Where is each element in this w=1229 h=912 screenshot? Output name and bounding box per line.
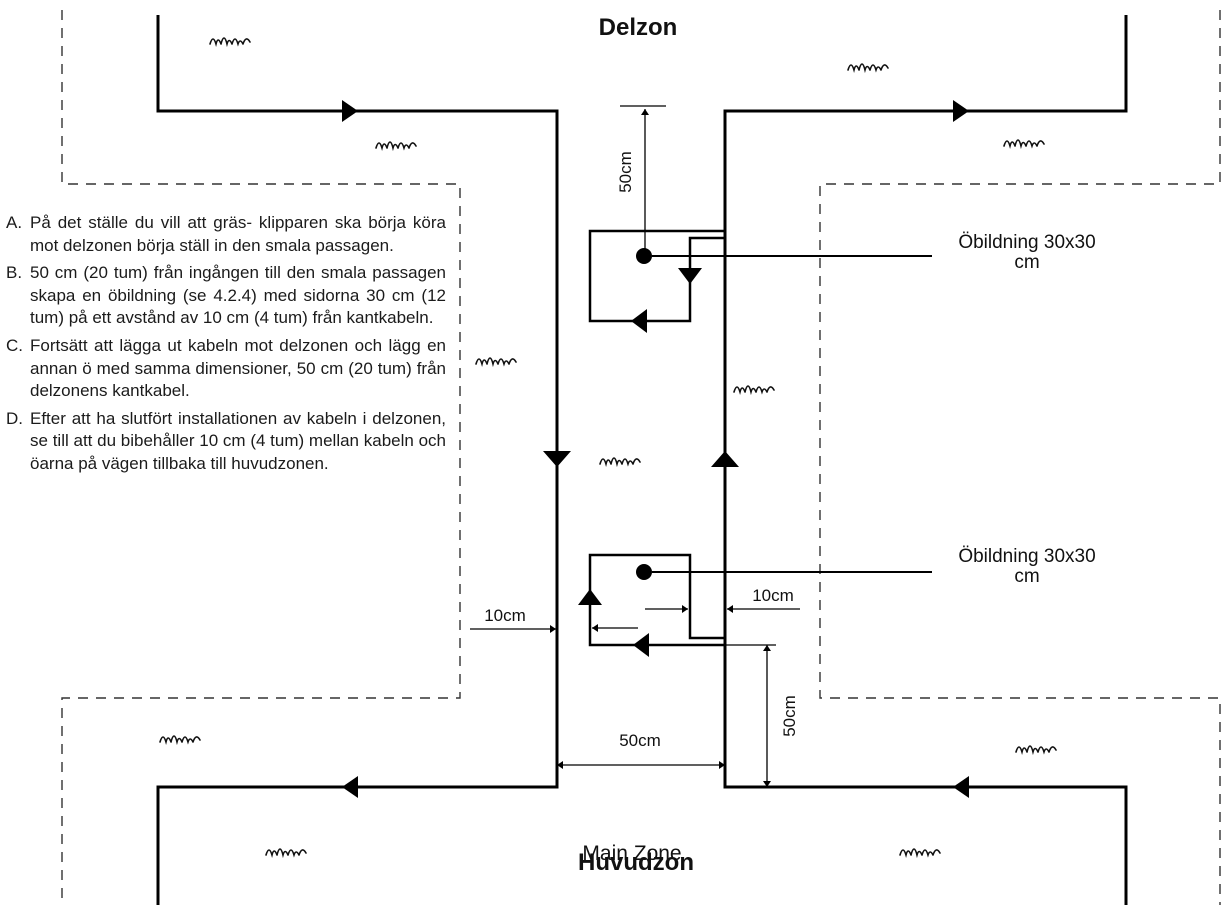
grass-tuft bbox=[159, 735, 201, 743]
grass-tuft bbox=[599, 457, 641, 465]
main-zone-title: Huvudzon bbox=[578, 849, 694, 876]
instruction-step-b: B. 50 cm (20 tum) från ingången till den… bbox=[6, 262, 446, 330]
arrow-island-top-down bbox=[678, 268, 702, 284]
arrow-bottom-right bbox=[953, 776, 969, 798]
arrow-bottom-left bbox=[342, 776, 358, 798]
arrow-top-right bbox=[953, 100, 969, 122]
grass-tuft bbox=[899, 848, 941, 856]
grass-tuft bbox=[1003, 139, 1045, 147]
island-top-callout-line2: cm bbox=[1014, 252, 1039, 273]
grass-tuft bbox=[375, 141, 417, 149]
island-top-dot bbox=[636, 248, 652, 264]
dimension-gap-left bbox=[470, 625, 556, 633]
island-bottom bbox=[588, 553, 725, 647]
grass-tuft bbox=[1015, 745, 1057, 753]
dimension-gap-right-label: 10cm bbox=[752, 586, 794, 605]
instruction-step-c: C. Fortsätt att lägga ut kabeln mot delz… bbox=[6, 335, 446, 403]
main-zone-overlay-title: Main Zone bbox=[582, 842, 681, 865]
dashed-zone-outlines bbox=[61, 10, 1221, 905]
island-bottom-callout-line1: Öbildning 30x30 bbox=[958, 546, 1095, 567]
step-letter: B. bbox=[6, 263, 23, 283]
island-bottom-dot bbox=[636, 564, 652, 580]
island-top-callout-line1: Öbildning 30x30 bbox=[958, 232, 1095, 253]
arrow-island-bottom-up bbox=[578, 589, 602, 605]
dimension-bottom-vertical bbox=[725, 644, 776, 787]
step-letter: C. bbox=[6, 335, 23, 355]
dimension-gap-left-label: 10cm bbox=[484, 606, 526, 625]
instruction-step-d: D. Efter att ha slutfört installationen … bbox=[6, 408, 446, 476]
dimension-bottom-vertical-label: 50cm bbox=[780, 695, 799, 737]
grass-tuft bbox=[475, 357, 517, 365]
sub-zone-title: Delzon bbox=[599, 14, 678, 41]
grass-tuft bbox=[209, 37, 251, 45]
arrow-passage-down bbox=[543, 451, 571, 467]
step-letter: D. bbox=[6, 408, 23, 428]
arrow-island-top-left bbox=[631, 309, 647, 333]
step-text: På det ställe du vill att gräs- klippare… bbox=[30, 213, 446, 255]
step-text: 50 cm (20 tum) från ingången till den sm… bbox=[30, 263, 446, 328]
boundary-wire bbox=[156, 15, 1128, 905]
island-bottom-callout-line2: cm bbox=[1014, 566, 1039, 587]
dimension-top-vertical bbox=[620, 105, 666, 256]
instruction-step-a: A. På det ställe du vill att gräs- klipp… bbox=[6, 212, 446, 257]
dimension-gap-right bbox=[727, 605, 800, 613]
direction-arrow-icon bbox=[342, 100, 969, 798]
arrow-island-bottom-left bbox=[633, 633, 649, 657]
grass-tuft bbox=[265, 848, 307, 856]
island-top bbox=[588, 229, 725, 323]
step-letter: A. bbox=[6, 213, 23, 232]
arrow-top-left bbox=[342, 100, 358, 122]
grass-tuft bbox=[733, 385, 775, 393]
grass-tuft bbox=[847, 63, 889, 71]
arrow-passage-up bbox=[711, 451, 739, 467]
dimension-top-vertical-label: 50cm bbox=[616, 151, 635, 193]
island-gap-arrows bbox=[592, 605, 688, 632]
step-text: Fortsätt att lägga ut kabeln mot delzone… bbox=[30, 335, 446, 401]
dimension-passage-width-label: 50cm bbox=[619, 731, 661, 750]
instruction-list: A. På det ställe du vill att gräs- klipp… bbox=[6, 212, 446, 481]
step-text: Efter att ha slutfört installationen av … bbox=[30, 408, 446, 473]
dimension-passage-width bbox=[557, 761, 725, 769]
